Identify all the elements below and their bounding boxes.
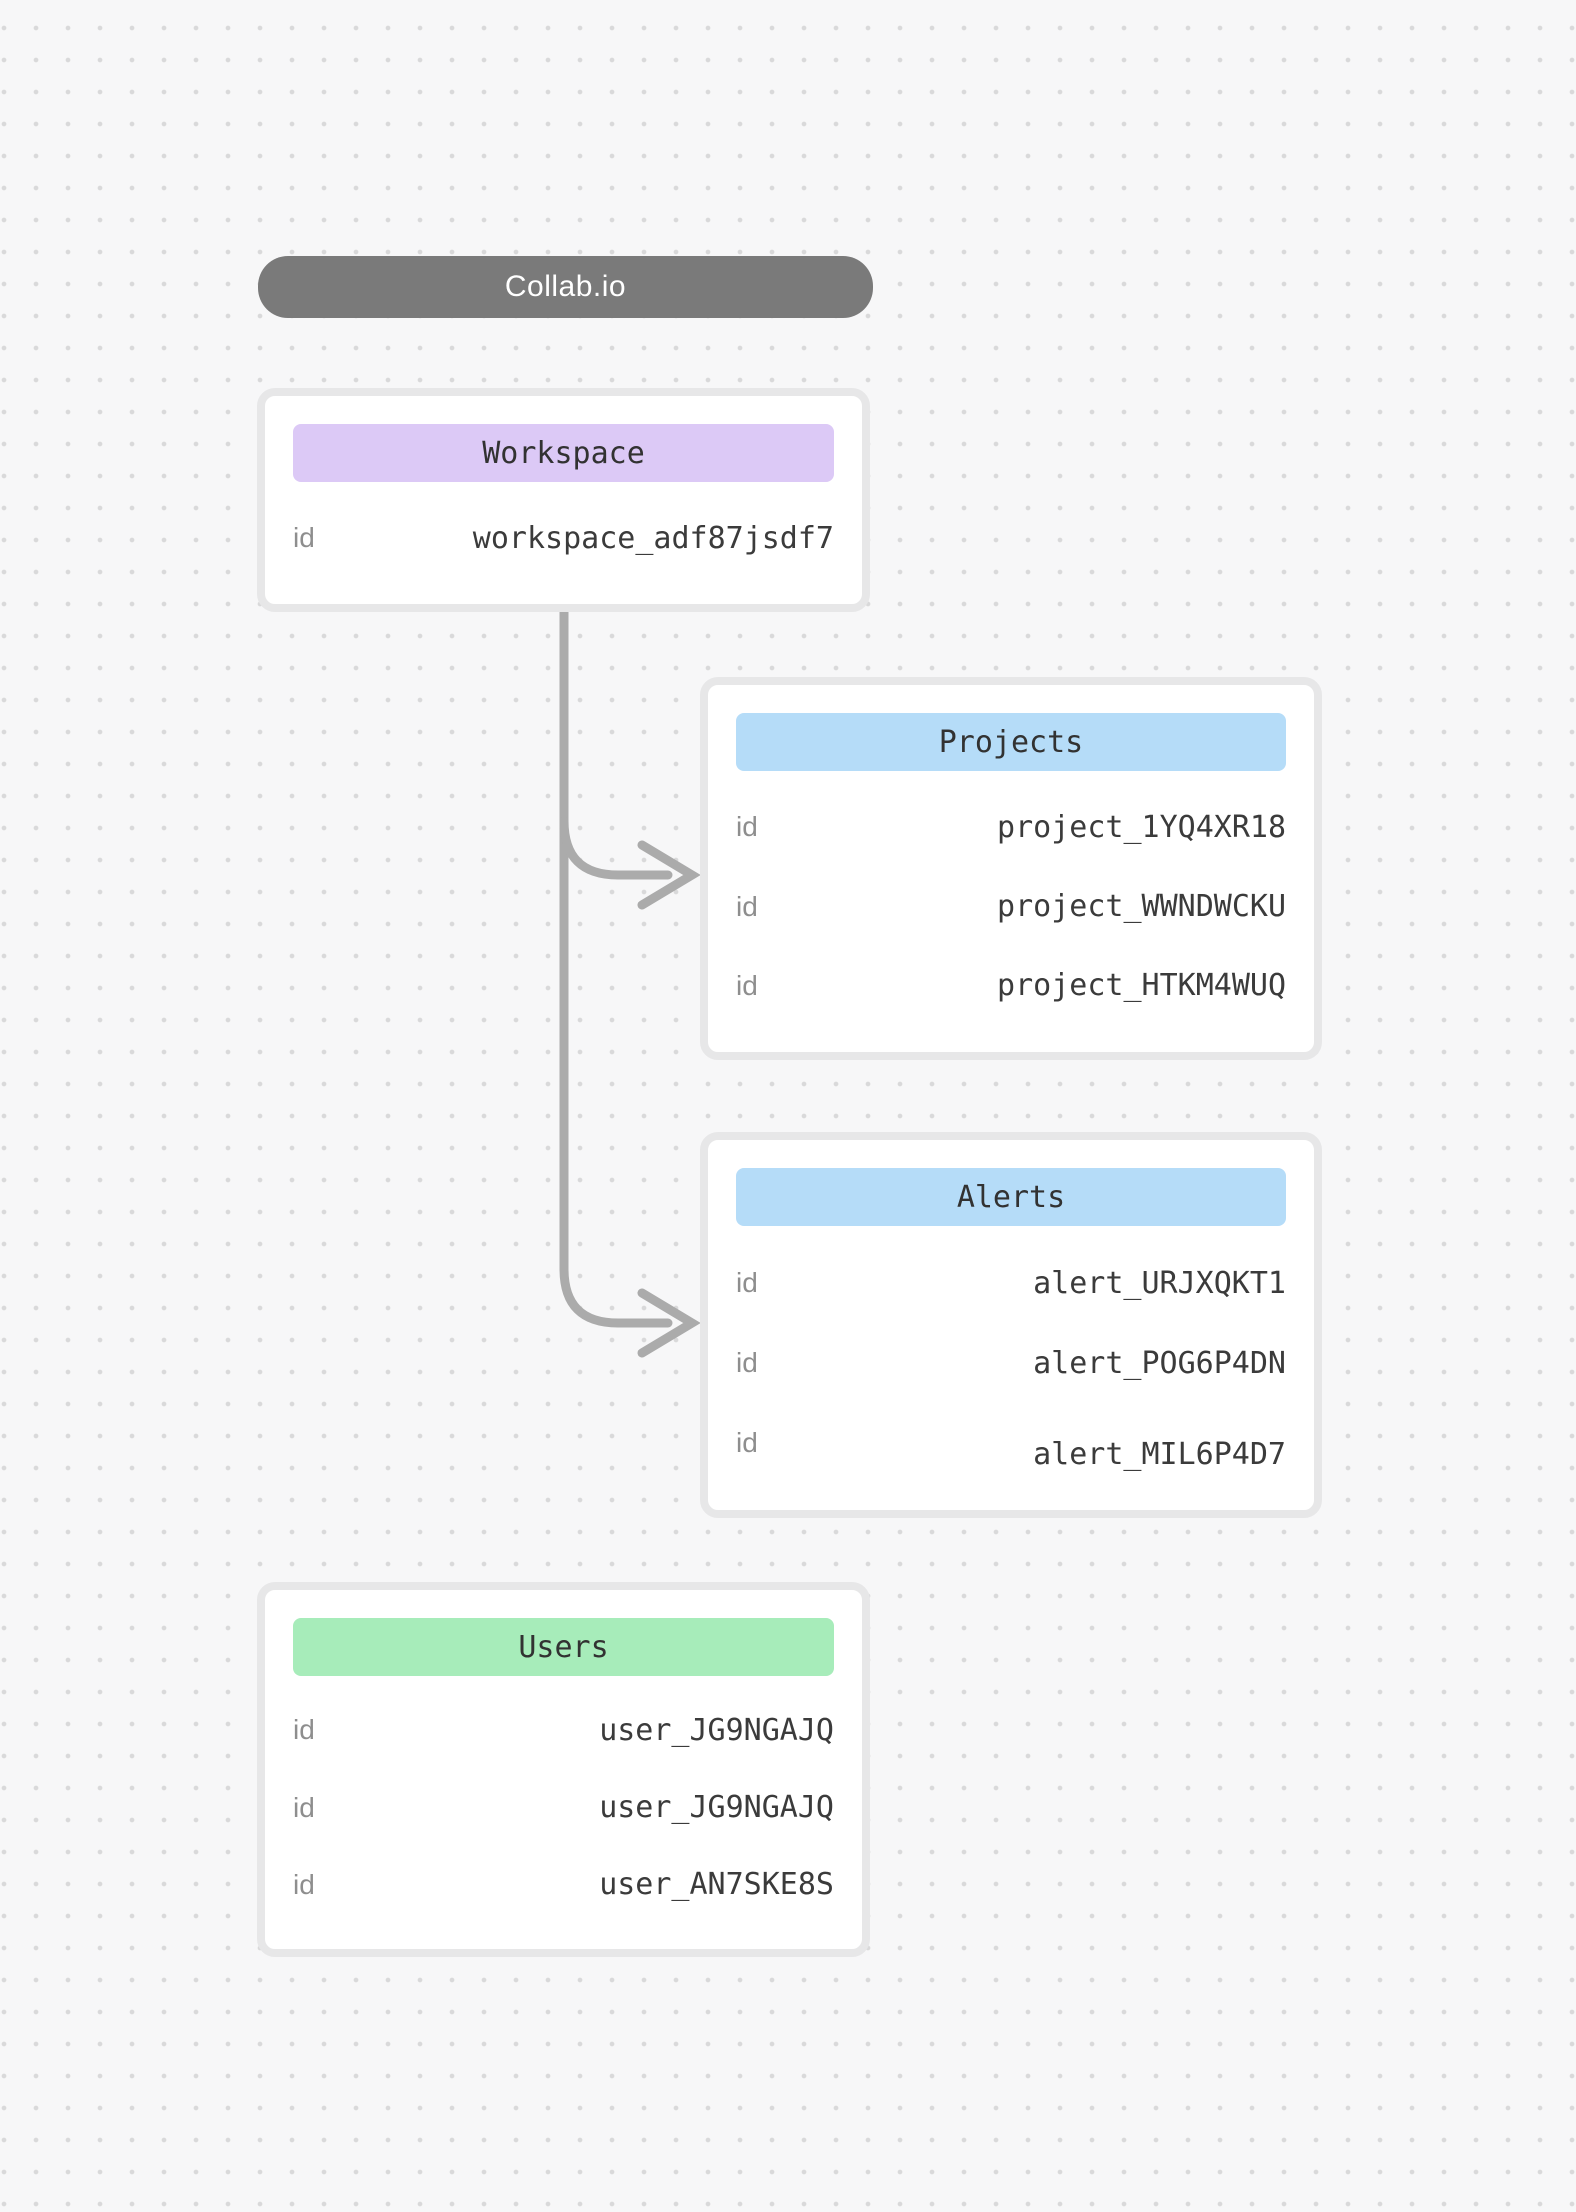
row-key: id: [736, 890, 758, 922]
entity-rows-workspace: id workspace_adf87jsdf7: [293, 488, 834, 588]
row-key: id: [293, 1791, 315, 1823]
row-key: id: [736, 969, 758, 1001]
entity-header-workspace: Workspace: [293, 424, 834, 482]
entity-rows-alerts: id alert_URJXQKT1 id alert_POG6P4DN id a…: [736, 1232, 1286, 1494]
entity-title-alerts: Alerts: [956, 1179, 1066, 1215]
row-value: workspace_adf87jsdf7: [472, 520, 834, 556]
row-key: id: [293, 522, 315, 553]
row-key: id: [736, 811, 758, 843]
table-row: id project_HTKM4WUQ: [736, 957, 1286, 1015]
row-key: id: [736, 1267, 758, 1298]
entity-title-users: Users: [518, 1629, 609, 1665]
entity-rows-users: id user_JG9NGAJQ id user_JG9NGAJQ id use…: [293, 1682, 834, 1933]
app-title: Collab.io: [504, 270, 627, 303]
row-value: user_JG9NGAJQ: [599, 1712, 834, 1748]
table-row: id project_WWNDWCKU: [736, 878, 1286, 936]
entity-card-alerts[interactable]: Alerts id alert_URJXQKT1 id alert_POG6P4…: [700, 1132, 1322, 1518]
entity-rows-projects: id project_1YQ4XR18 id project_WWNDWCKU …: [736, 777, 1286, 1036]
table-row: id user_JG9NGAJQ: [293, 1779, 834, 1837]
row-value: user_AN7SKE8S: [599, 1867, 834, 1903]
table-row: id user_AN7SKE8S: [293, 1856, 834, 1914]
table-row: id alert_MIL6P4D7: [736, 1414, 1286, 1472]
row-value: alert_URJXQKT1: [1033, 1265, 1286, 1301]
app-title-pill[interactable]: Collab.io: [258, 256, 873, 318]
table-row: id alert_POG6P4DN: [736, 1334, 1286, 1392]
table-row: id alert_URJXQKT1: [736, 1254, 1286, 1312]
entity-title-workspace: Workspace: [482, 435, 645, 471]
entity-header-users: Users: [293, 1618, 834, 1676]
entity-header-projects: Projects: [736, 713, 1286, 771]
arrowhead-projects-icon: [637, 840, 701, 910]
entity-header-alerts: Alerts: [736, 1168, 1286, 1226]
row-value: project_HTKM4WUQ: [997, 968, 1286, 1004]
row-key: id: [293, 1868, 315, 1900]
row-value: project_WWNDWCKU: [997, 889, 1286, 924]
entity-title-projects: Projects: [938, 724, 1084, 760]
connector-trunk-and-alerts-branch: [559, 605, 673, 1328]
entity-card-users[interactable]: Users id user_JG9NGAJQ id user_JG9NGAJQ …: [257, 1582, 870, 1957]
row-key: id: [293, 1714, 315, 1746]
row-value: alert_POG6P4DN: [1033, 1345, 1286, 1381]
arrowhead-alerts-icon: [637, 1288, 701, 1358]
row-value: project_1YQ4XR18: [997, 809, 1286, 845]
entity-card-projects[interactable]: Projects id project_1YQ4XR18 id project_…: [700, 677, 1322, 1060]
table-row: id user_JG9NGAJQ: [293, 1701, 834, 1759]
entity-card-workspace[interactable]: Workspace id workspace_adf87jsdf7: [257, 388, 870, 612]
row-value: user_JG9NGAJQ: [599, 1790, 834, 1825]
connector-projects-branch: [559, 816, 673, 880]
row-value: alert_MIL6P4D7: [1033, 1436, 1286, 1472]
table-row: id project_1YQ4XR18: [736, 798, 1286, 856]
row-key: id: [736, 1347, 758, 1378]
table-row: id workspace_adf87jsdf7: [293, 509, 834, 567]
row-key: id: [736, 1427, 758, 1458]
